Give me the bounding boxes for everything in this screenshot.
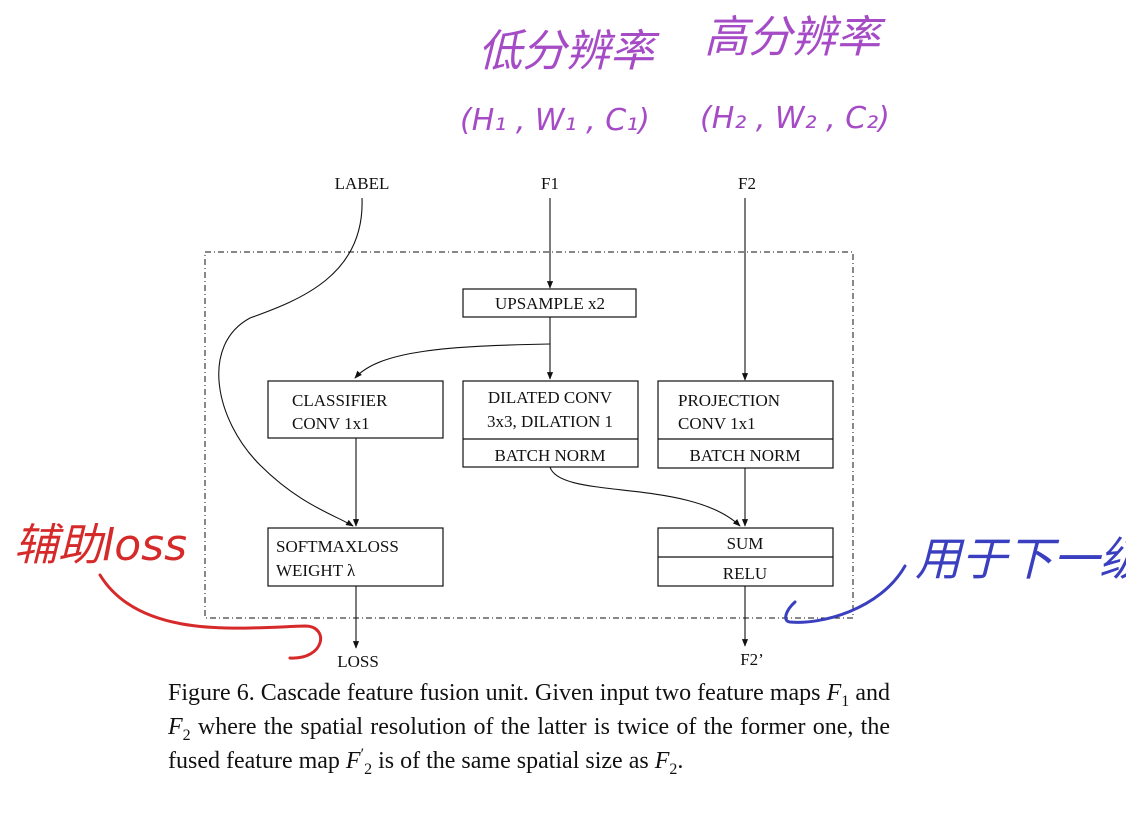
loss-output: LOSS: [337, 652, 379, 671]
dilated-conv-block: [462, 380, 639, 468]
next-stage-curve: [784, 564, 907, 624]
dilated-label-line1: DILATED CONV: [488, 388, 613, 407]
classifier-label-line1: CLASSIFIER: [292, 391, 388, 410]
sum-label: SUM: [727, 534, 764, 553]
high-res-annotation: 高分辨率: [704, 12, 886, 63]
projection-bn-label: BATCH NORM: [690, 446, 801, 465]
relu-label: RELU: [723, 564, 767, 583]
aux-loss-annotation: 辅助loss: [14, 520, 187, 571]
low-res-shape-annotation: (H₁ , W₁ , C₁): [460, 103, 650, 138]
softmax-label-line1: SOFTMAXLOSS: [276, 537, 399, 556]
label-input: LABEL: [335, 174, 390, 193]
upsample-label: UPSAMPLE x2: [495, 294, 605, 313]
f2-prime-output: F2’: [740, 650, 764, 669]
edge-upsample-classifier: [354, 343, 551, 379]
projection-label-line2: CONV 1x1: [678, 414, 756, 433]
classifier-block: [267, 380, 444, 439]
upsample-block: [462, 288, 637, 318]
projection-block: [657, 380, 834, 469]
classifier-label-line2: CONV 1x1: [292, 414, 370, 433]
next-stage-annotation: 用于下一级: [915, 532, 1126, 586]
dilated-bn-label: BATCH NORM: [495, 446, 606, 465]
high-res-shape-annotation: (H₂ , W₂ , C₂): [700, 101, 890, 136]
f1-input: F1: [541, 174, 559, 193]
softmax-label-line2: WEIGHT λ: [276, 561, 356, 580]
softmax-loss-block: [267, 527, 444, 587]
low-res-annotation: 低分辨率: [478, 26, 660, 77]
projection-label-line1: PROJECTION: [678, 391, 780, 410]
f2-input: F2: [738, 174, 756, 193]
figure-caption: Figure 6. Cascade feature fusion unit. G…: [168, 680, 890, 778]
edge-dilated-sum: [549, 466, 741, 527]
dilated-label-line2: 3x3, DILATION 1: [487, 412, 613, 431]
edge-label-softmax: [218, 197, 363, 527]
aux-loss-curve: [98, 573, 323, 660]
